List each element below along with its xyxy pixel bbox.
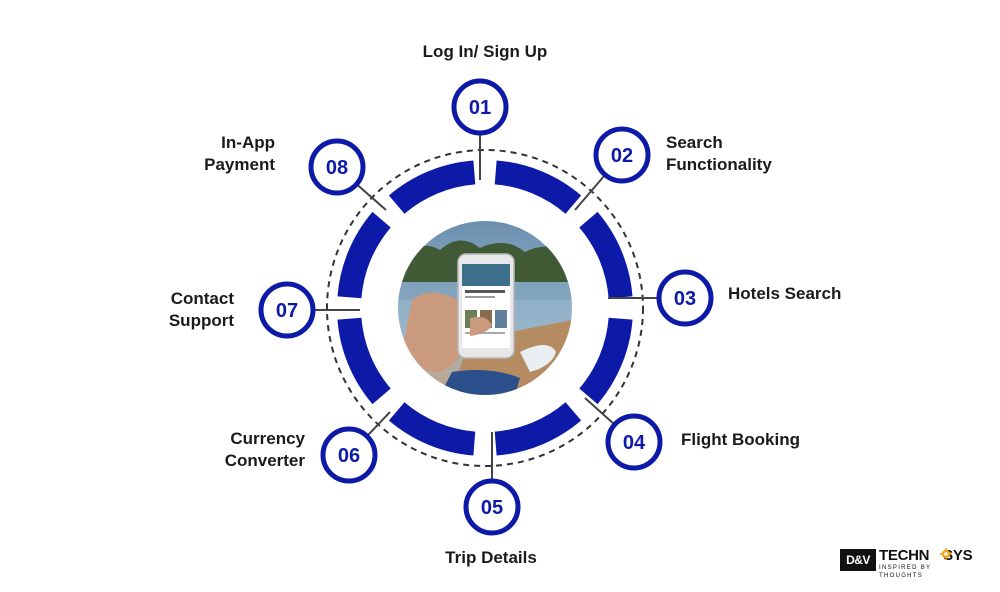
feature-node-08: 08	[308, 138, 366, 196]
node-circle	[656, 269, 714, 327]
feature-node-02: 02	[593, 126, 651, 184]
node-circle	[605, 413, 663, 471]
feature-label-03: Hotels Search	[728, 284, 842, 303]
feature-node-07: 07	[258, 281, 316, 339]
feature-node-01: 01	[451, 78, 509, 136]
logo-mark: D&V	[840, 549, 876, 571]
node-circle	[593, 126, 651, 184]
ring-segment	[579, 211, 633, 299]
node-number: 03	[674, 288, 696, 310]
blue-ring-segments	[337, 160, 633, 456]
feature-node-04: 04	[605, 413, 663, 471]
feature-label-08: In-App Payment	[204, 133, 275, 174]
ring-segment	[579, 317, 633, 405]
node-number: 08	[326, 157, 348, 179]
ring-segment	[388, 402, 476, 456]
node-number: 02	[611, 145, 633, 167]
node-number: 01	[469, 97, 491, 119]
node-number: 05	[481, 497, 503, 519]
feature-node-03: 03	[656, 269, 714, 327]
feature-nodes: 01 02 03 04 05 06 07 08	[258, 78, 714, 536]
logo-tagline: INSPIRED BY THOUGHTS	[879, 565, 932, 579]
feature-label-06: Currency Converter	[224, 429, 305, 470]
dashed-outer-ring	[326, 149, 644, 467]
gear-icon	[940, 548, 952, 560]
ring-segment	[388, 160, 476, 214]
node-circle	[451, 78, 509, 136]
node-number: 07	[276, 300, 298, 322]
node-number: 06	[338, 445, 360, 467]
node-circle	[308, 138, 366, 196]
feature-label-04: Flight Booking	[681, 430, 800, 449]
node-circle	[320, 426, 378, 484]
feature-label-02: Search Functionality	[666, 133, 772, 174]
feature-label-07: Contact Support	[168, 289, 234, 330]
ring-segment	[337, 317, 391, 405]
feature-label-01: Log In/ Sign Up	[422, 42, 548, 61]
ring-segment	[337, 211, 391, 299]
center-photo	[398, 221, 572, 395]
node-circle	[258, 281, 316, 339]
ring-segment	[494, 160, 582, 214]
node-number: 04	[623, 432, 646, 454]
feature-label-05: Trip Details	[445, 548, 537, 567]
ring-segment	[494, 402, 582, 456]
feature-node-06: 06	[320, 426, 378, 484]
node-circle	[463, 478, 521, 536]
feature-node-05: 05	[463, 478, 521, 536]
